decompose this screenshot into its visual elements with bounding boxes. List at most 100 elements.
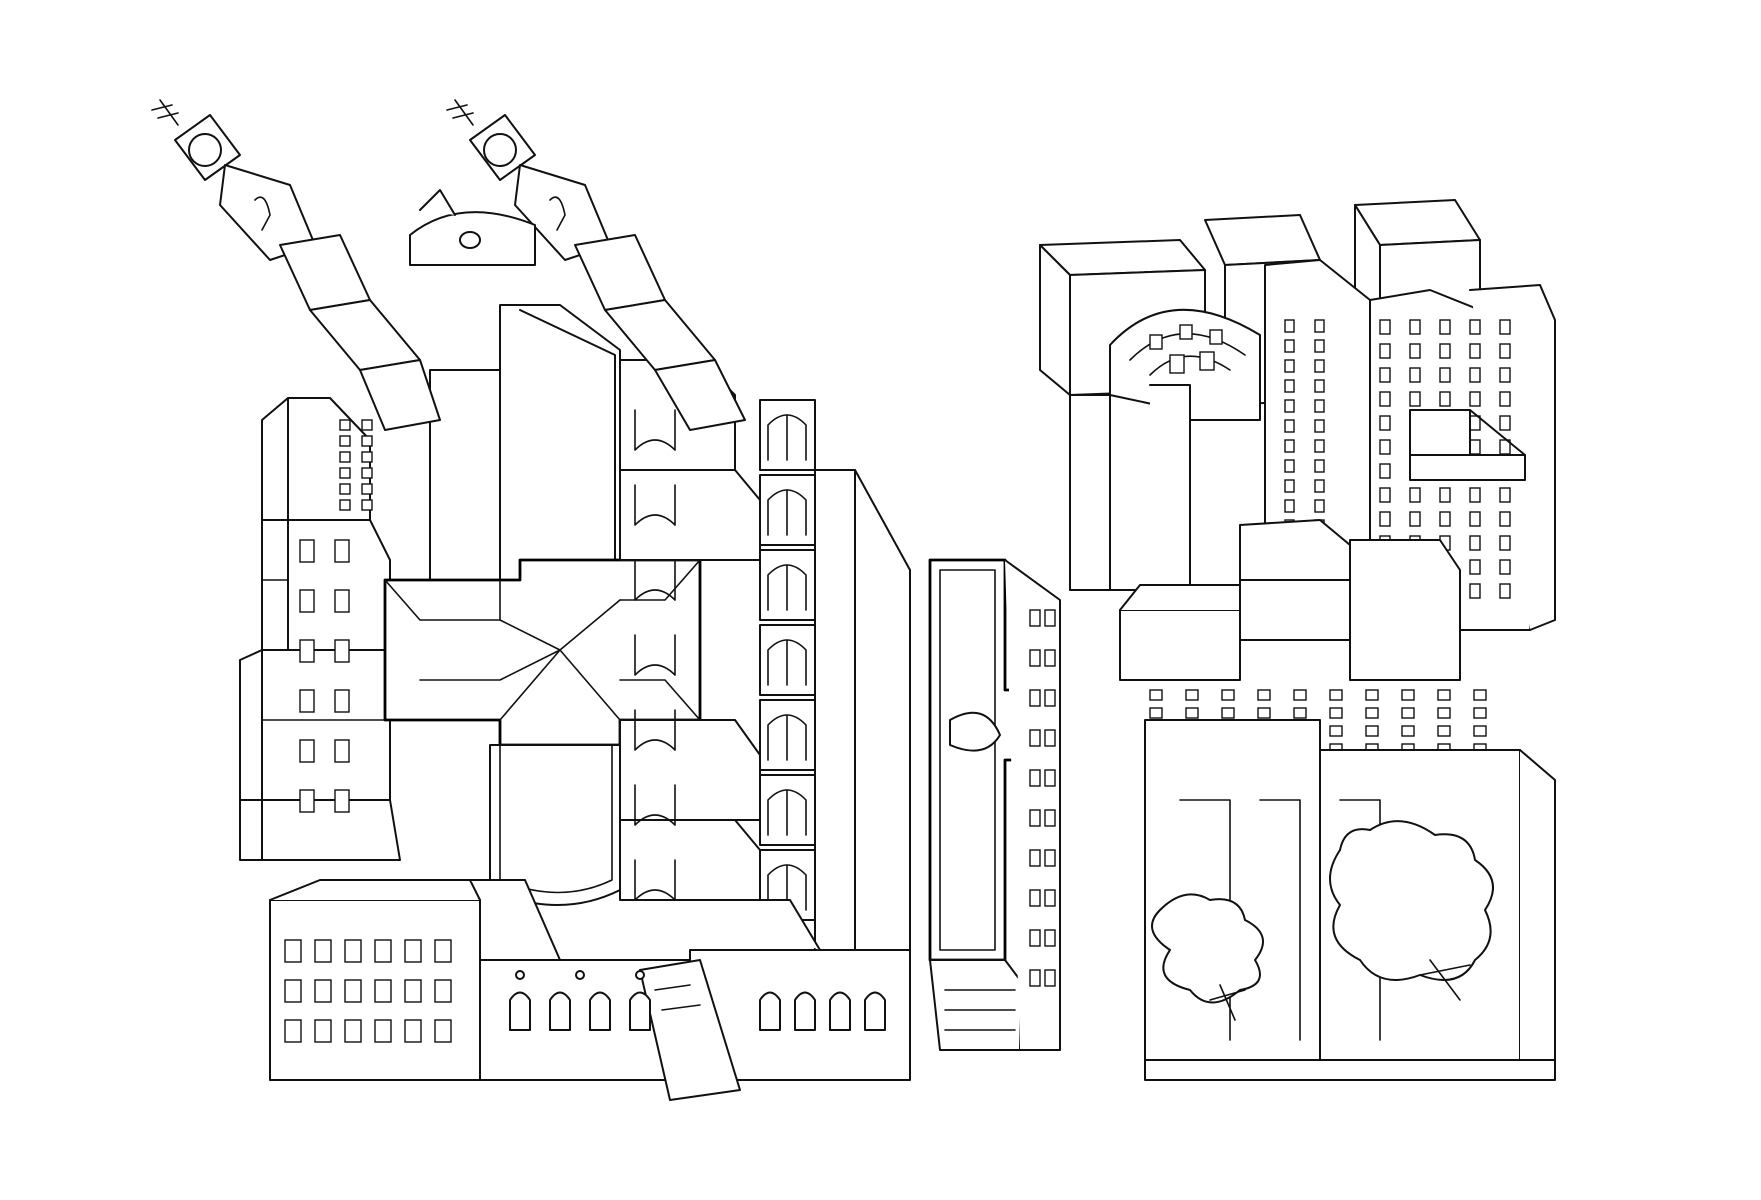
window xyxy=(1149,707,1163,719)
window xyxy=(1379,511,1391,527)
window xyxy=(1329,689,1343,701)
window xyxy=(1499,511,1511,527)
left-side-buildings xyxy=(239,397,401,861)
window xyxy=(1257,689,1271,701)
tower-left xyxy=(151,99,441,431)
nave-window xyxy=(634,484,676,526)
arched-window xyxy=(829,991,851,1031)
window xyxy=(1284,399,1295,413)
window xyxy=(1379,463,1391,479)
window xyxy=(1379,439,1391,455)
window xyxy=(1469,391,1481,407)
window xyxy=(1185,707,1199,719)
courtyard-trees xyxy=(1151,820,1494,1021)
window xyxy=(339,451,351,463)
window xyxy=(1437,689,1451,701)
window xyxy=(334,589,350,613)
window xyxy=(299,589,315,613)
window xyxy=(1379,391,1391,407)
window xyxy=(1469,511,1481,527)
window xyxy=(1284,339,1295,353)
window xyxy=(374,979,392,1003)
window xyxy=(434,1019,452,1043)
window xyxy=(1314,499,1325,513)
window xyxy=(1469,487,1481,503)
arched-window xyxy=(864,991,886,1031)
window xyxy=(314,939,332,963)
window xyxy=(1293,689,1307,701)
window xyxy=(1401,707,1415,719)
window xyxy=(1409,391,1421,407)
window xyxy=(1314,339,1325,353)
window xyxy=(434,939,452,963)
window xyxy=(1284,379,1295,393)
window xyxy=(339,467,351,479)
window xyxy=(334,689,350,713)
window xyxy=(1029,689,1041,707)
right-center-volumes xyxy=(1119,519,1461,681)
oculus xyxy=(575,970,585,980)
left-side-windows xyxy=(299,419,373,813)
arched-window xyxy=(629,991,651,1031)
window xyxy=(1221,689,1235,701)
window xyxy=(1409,319,1421,335)
window xyxy=(1473,707,1487,719)
window xyxy=(344,1019,362,1043)
window xyxy=(1257,707,1271,719)
window xyxy=(1221,707,1235,719)
right-balcony xyxy=(1409,409,1526,481)
left-building-complex xyxy=(151,99,911,1101)
window xyxy=(1379,319,1391,335)
window xyxy=(299,639,315,663)
window xyxy=(1314,419,1325,433)
window xyxy=(1439,319,1451,335)
window xyxy=(361,451,373,463)
cathedral-nave xyxy=(383,304,702,906)
window xyxy=(1284,479,1295,493)
window xyxy=(361,435,373,447)
window xyxy=(1044,809,1056,827)
window xyxy=(1293,707,1307,719)
window xyxy=(1499,487,1511,503)
tower-right xyxy=(446,99,746,431)
window xyxy=(1379,343,1391,359)
window xyxy=(1409,487,1421,503)
arched-window xyxy=(549,991,571,1031)
left-block-right-strip xyxy=(814,469,911,991)
window xyxy=(361,467,373,479)
nave-window xyxy=(634,859,676,901)
arched-window xyxy=(509,991,531,1031)
oculus xyxy=(635,970,645,980)
window xyxy=(284,1019,302,1043)
window xyxy=(334,739,350,763)
nave-window xyxy=(634,784,676,826)
window xyxy=(1437,725,1451,737)
window xyxy=(284,979,302,1003)
window xyxy=(1409,511,1421,527)
window xyxy=(361,499,373,511)
window xyxy=(1029,929,1041,947)
window xyxy=(1499,559,1511,575)
window xyxy=(1499,319,1511,335)
window xyxy=(339,435,351,447)
right-tall-tower-left xyxy=(1069,384,1191,601)
window xyxy=(314,979,332,1003)
window xyxy=(1044,769,1056,787)
window xyxy=(344,939,362,963)
window xyxy=(1499,343,1511,359)
window xyxy=(1044,969,1056,987)
middle-narrow-building xyxy=(928,558,1061,1051)
center-dome xyxy=(409,189,536,266)
window xyxy=(344,979,362,1003)
window xyxy=(1029,969,1041,987)
window xyxy=(1314,379,1325,393)
window xyxy=(1469,343,1481,359)
window xyxy=(1473,689,1487,701)
window xyxy=(1469,439,1481,455)
window xyxy=(404,979,422,1003)
window xyxy=(1029,609,1041,627)
window xyxy=(1314,459,1325,473)
window xyxy=(1439,487,1451,503)
window xyxy=(1044,929,1056,947)
window xyxy=(1469,367,1481,383)
